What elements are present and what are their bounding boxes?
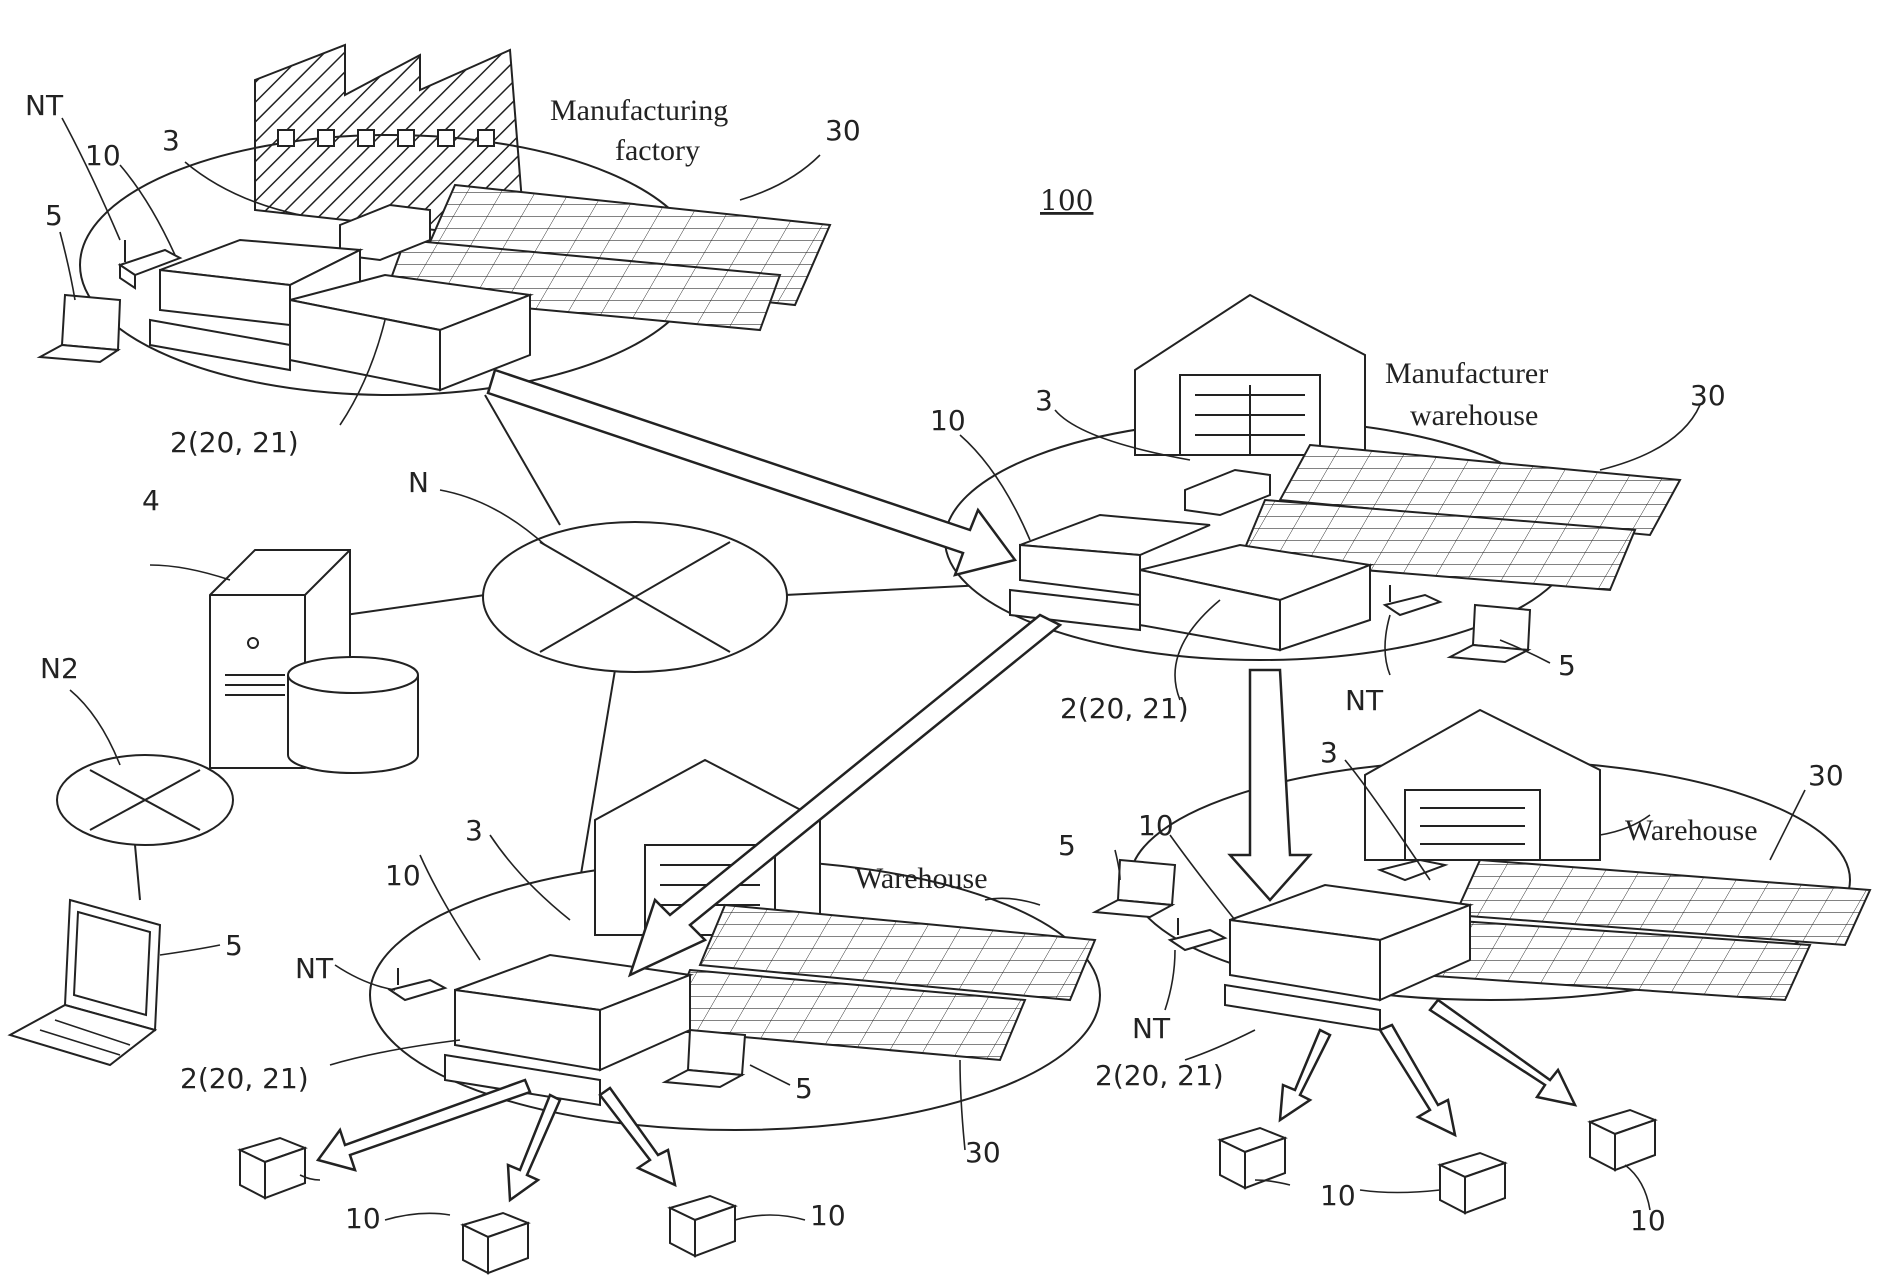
network-n2-symbol (57, 755, 233, 845)
database-icon (288, 657, 418, 773)
label-manufacturer: Manufacturer (1385, 357, 1548, 390)
ref-battery: 10 (85, 139, 121, 172)
label-factory: factory (615, 134, 700, 167)
ref-battery: 10 (1138, 809, 1174, 842)
ref-controller: 3 (465, 814, 483, 847)
battery-units (240, 1110, 1655, 1273)
ref-battery: 10 (1320, 1179, 1356, 1212)
ref-solar: 30 (1808, 759, 1844, 792)
ref-power-unit: 2(20, 21) (1095, 1059, 1224, 1092)
battery-unit (463, 1213, 528, 1273)
ref-terminal: 5 (45, 199, 63, 232)
ref-controller: 3 (1320, 736, 1338, 769)
ref-power-unit: 2(20, 21) (170, 426, 299, 459)
ref-solar: 30 (825, 114, 861, 147)
ref-nt: NT (1345, 684, 1384, 717)
battery-unit (1440, 1153, 1505, 1213)
ref-terminal: 5 (795, 1072, 813, 1105)
ref-battery: 10 (930, 404, 966, 437)
manufacturer-warehouse-site (945, 295, 1680, 662)
ref-terminal: 5 (1558, 649, 1576, 682)
ref-server: 4 (142, 484, 160, 517)
battery-unit (1220, 1128, 1285, 1188)
label-manufacturing: Manufacturing (550, 94, 728, 127)
ref-controller: 3 (1035, 384, 1053, 417)
ref-network-n2: N2 (40, 652, 79, 685)
ref-nt: NT (25, 89, 64, 122)
ref-terminal: 5 (1058, 829, 1076, 862)
warehouse-site-right (1095, 710, 1870, 1030)
ref-solar: 30 (1690, 379, 1726, 412)
ref-solar: 30 (965, 1136, 1001, 1169)
laptop-icon (10, 900, 160, 1065)
ref-battery: 10 (345, 1202, 381, 1235)
ref-power-unit: 2(20, 21) (180, 1062, 309, 1095)
ref-nt: NT (295, 952, 334, 985)
ref-controller: 3 (162, 124, 180, 157)
ref-battery: 10 (1630, 1204, 1666, 1237)
ref-network-n: N (408, 466, 429, 499)
ref-terminal: 5 (225, 929, 243, 962)
battery-unit (240, 1138, 305, 1198)
ref-nt: NT (1132, 1012, 1171, 1045)
ref-battery: 10 (810, 1199, 846, 1232)
label-warehouse-right: Warehouse (1625, 814, 1758, 847)
label-warehouse-left: Warehouse (855, 862, 988, 895)
battery-unit (1590, 1110, 1655, 1170)
ref-battery: 10 (385, 859, 421, 892)
network-n-symbol (483, 522, 787, 672)
label-warehouse-mfr: warehouse (1410, 399, 1538, 432)
battery-unit (670, 1196, 735, 1256)
figure-number: 100 (1040, 184, 1093, 217)
ref-power-unit: 2(20, 21) (1060, 692, 1189, 725)
